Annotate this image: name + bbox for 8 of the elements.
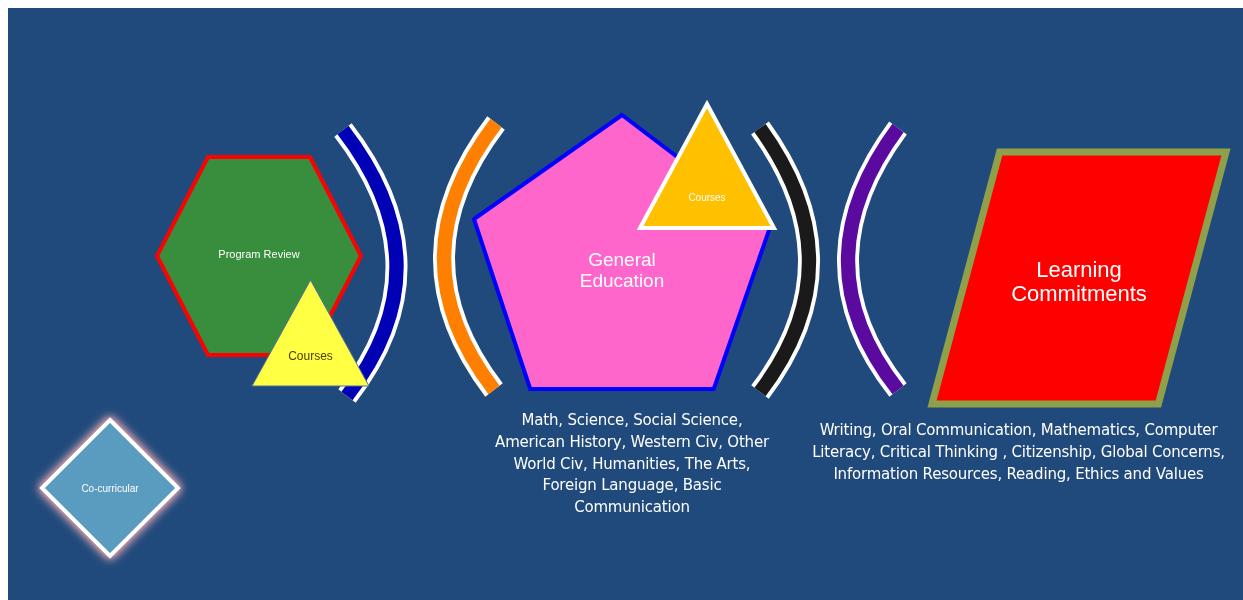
node-label: Courses (287, 348, 334, 366)
node-label: General Education (578, 248, 666, 293)
node-label: Program Review (217, 246, 301, 262)
node-label: Learning Commitments (1010, 255, 1148, 308)
node-label: Co-curricular (80, 481, 140, 496)
caption-text: Writing, Oral Communication, Mathematics, Computer Literacy, Critical Thinking , Citizenship, Global Concerns, Information Resources, Reading, Ethics and Values (811, 420, 1226, 485)
caption-text: Math, Science, Social Science, American History, Western Civ, Other World Civ, Humanities, The Arts, Foreign Language, Basic Communication (494, 410, 771, 518)
node-label: Courses (687, 190, 727, 205)
